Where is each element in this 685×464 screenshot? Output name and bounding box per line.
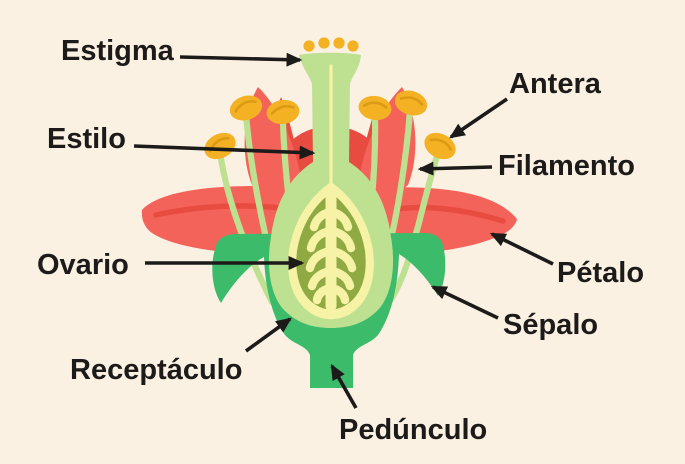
anther — [229, 95, 263, 121]
petal-left-vein — [153, 203, 291, 218]
petal-right-vein — [395, 204, 506, 224]
arrow-antera — [449, 97, 509, 139]
label-ovario: Ovario — [37, 249, 129, 281]
arrow-petalo — [489, 232, 554, 266]
arrow-sepalo — [430, 285, 499, 320]
arrow-estigma — [179, 52, 303, 67]
filament — [216, 148, 276, 306]
pistil — [268, 52, 394, 328]
label-sepalo: Sépalo — [503, 309, 599, 341]
anther — [266, 99, 300, 125]
flower-illustration — [141, 37, 517, 388]
leader-arrows — [133, 52, 554, 409]
stigma-dot — [333, 37, 345, 49]
label-estigma: Estigma — [61, 35, 174, 67]
anther — [394, 90, 428, 116]
label-pedunculo: Pedúnculo — [339, 414, 488, 446]
ovules — [305, 192, 357, 312]
arrow-receptaculo — [244, 317, 292, 353]
stigma-dot — [318, 37, 330, 49]
stigma-dots — [303, 37, 359, 52]
anther — [424, 132, 456, 160]
label-petalo: Pétalo — [557, 257, 645, 289]
label-filamento: Filamento — [498, 150, 635, 182]
label-receptaculo: Receptáculo — [70, 354, 243, 386]
stigma-dot — [303, 40, 315, 52]
arrow-filamento — [417, 161, 493, 176]
label-estilo: Estilo — [47, 123, 126, 155]
label-antera: Antera — [509, 68, 601, 100]
stigma-dot — [347, 40, 359, 52]
arrow-pedunculo — [330, 363, 358, 409]
arrow-estilo — [133, 144, 316, 160]
anther — [358, 95, 392, 121]
